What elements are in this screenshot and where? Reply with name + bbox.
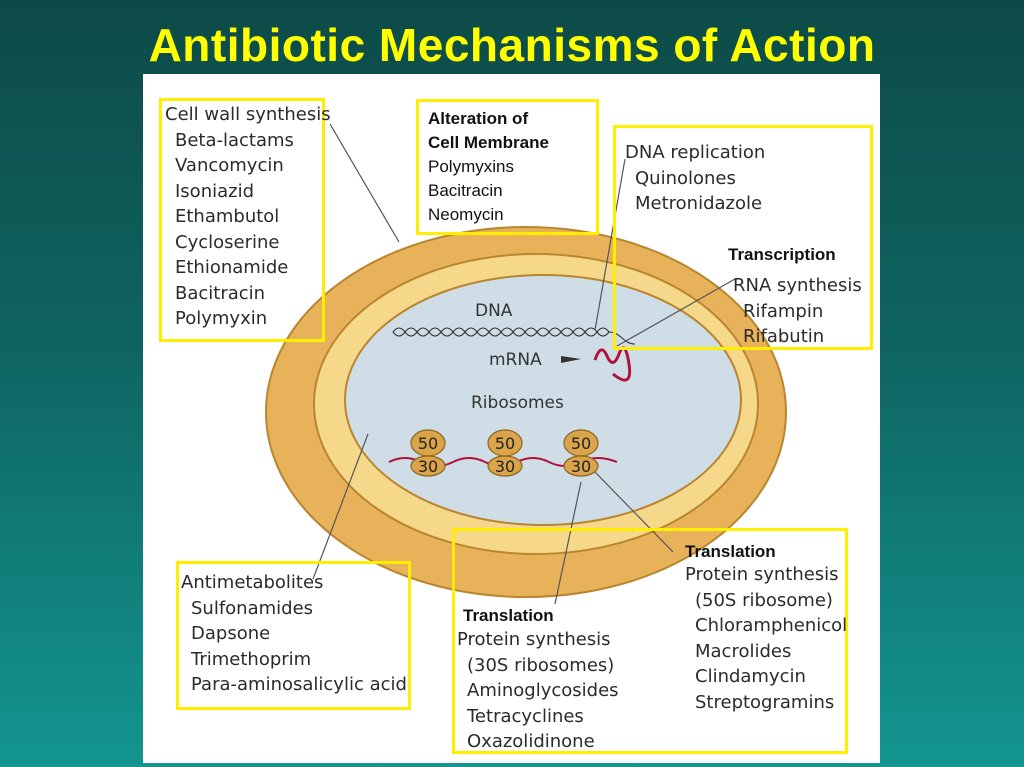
ribosome-2 xyxy=(487,429,523,477)
dna-replication-text: DNA replication Quinolones Metronidazole xyxy=(625,140,765,217)
bacterial-cell-diagram: 50 30 50 30 50 30 DNA mRNA Ribosomes xyxy=(265,123,787,605)
translation-30s-item: Oxazolidinone xyxy=(467,731,595,752)
dna-replication-box xyxy=(613,125,873,350)
antimetabolites-heading: Antimetabolites xyxy=(181,572,324,593)
transcription-drug: Rifampin xyxy=(743,300,824,322)
translation-30s-item: Aminoglycosides xyxy=(467,680,619,701)
antimetabolite-drug: Sulfonamides xyxy=(191,597,314,619)
translation-50s-item: Streptogramins xyxy=(695,691,835,713)
translation-box xyxy=(452,528,848,754)
translation-30s-item: (30S ribosomes) xyxy=(467,654,615,676)
mrna-arrow xyxy=(561,356,581,363)
cell-wall-synthesis-box xyxy=(159,98,325,342)
transcription-heading: RNA synthesis xyxy=(733,275,862,296)
pointer-translation-50s xyxy=(594,471,674,553)
pointer-transcription xyxy=(616,278,736,347)
cell-wall-drug: Polymyxin xyxy=(175,308,268,329)
ribosome-3-large-label: 50 xyxy=(571,434,591,453)
cell-wall-synthesis-text: Cell wall synthesis Beta-lactams Vancomy… xyxy=(165,102,331,332)
transcription-drug: Rifabutin xyxy=(743,326,825,347)
pointer-cell-wall xyxy=(329,123,400,243)
membrane-heading-line2: Cell Membrane xyxy=(428,133,549,152)
mrna-label: mRNA xyxy=(489,350,542,370)
translation-50s-label: Translation xyxy=(685,542,776,561)
membrane-heading-line1: Alteration of xyxy=(428,109,529,128)
translation-50s-item: (50S ribosome) xyxy=(695,589,833,611)
cell-membrane-text: Alteration of Cell Membrane Polymyxins B… xyxy=(428,107,549,227)
translation-30s-heading: Protein synthesis xyxy=(457,629,611,650)
ribosome-1-small-label: 30 xyxy=(418,457,438,476)
cell-wall-drug: Isoniazid xyxy=(175,180,255,202)
dna-label: DNA xyxy=(475,301,513,321)
cell-membrane-box xyxy=(416,99,599,235)
diagram-panel: 50 30 50 30 50 30 DNA mRNA Ribosomes Cel… xyxy=(143,74,880,763)
translation-50s-item: Macrolides xyxy=(695,640,792,662)
dna-replication-drug: Metronidazole xyxy=(635,193,763,214)
antimetabolite-drug: Para-aminosalicylic acid xyxy=(191,674,407,695)
translation-50s-text: Protein synthesis (50S ribosome) Chloram… xyxy=(685,562,847,715)
pointer-dna-replication xyxy=(594,158,626,331)
ribosome-1 xyxy=(410,429,446,477)
transcription-label: Transcription xyxy=(728,245,836,264)
translation-30s-text: Protein synthesis (30S ribosomes) Aminog… xyxy=(457,627,619,755)
antimetabolite-drug: Trimethoprim xyxy=(191,648,312,670)
translation-50s-item: Clindamycin xyxy=(695,666,806,687)
mrna-strand xyxy=(593,346,632,382)
pointer-antimetabolites xyxy=(312,433,369,580)
translation-30s-item: Tetracyclines xyxy=(467,705,584,727)
cell-wall-drug: Cycloserine xyxy=(175,231,280,253)
cell-wall-drug: Ethionamide xyxy=(175,257,289,278)
cell-wall-drug: Bacitracin xyxy=(175,282,266,304)
dna-replication-drug: Quinolones xyxy=(635,167,736,189)
dna-replication-heading: DNA replication xyxy=(625,142,766,163)
ribosome-3 xyxy=(563,429,599,477)
translation-30s-label: Translation xyxy=(463,606,554,625)
ribosomes-label: Ribosomes xyxy=(471,393,564,413)
antimetabolite-drug: Dapsone xyxy=(191,623,271,644)
cell-wall-heading: Cell wall synthesis xyxy=(165,104,331,125)
translation-50s-heading: Protein synthesis xyxy=(685,564,839,585)
antimetabolites-box xyxy=(176,561,411,710)
membrane-drug: Neomycin xyxy=(428,205,504,224)
ribosome-1-large-label: 50 xyxy=(418,434,438,453)
dna-helix xyxy=(392,327,636,345)
membrane-drug: Bacitracin xyxy=(428,181,503,200)
cell-wall-drug: Beta-lactams xyxy=(175,129,294,151)
cell-wall-drug: Vancomycin xyxy=(175,155,284,176)
cell-wall-drug: Ethambutol xyxy=(175,206,280,227)
ribosome-2-small-label: 30 xyxy=(495,457,515,476)
membrane-drug: Polymyxins xyxy=(428,157,514,176)
transcription-text: RNA synthesis Rifampin Rifabutin xyxy=(733,273,862,350)
antimetabolites-text: Antimetabolites Sulfonamides Dapsone Tri… xyxy=(181,570,407,698)
pointer-translation-30s xyxy=(554,481,582,605)
ribosome-3-small-label: 30 xyxy=(571,457,591,476)
slide-title: Antibiotic Mechanisms of Action xyxy=(148,19,876,71)
ribosome-2-large-label: 50 xyxy=(495,434,515,453)
translation-50s-item: Chloramphenicol xyxy=(695,615,848,636)
